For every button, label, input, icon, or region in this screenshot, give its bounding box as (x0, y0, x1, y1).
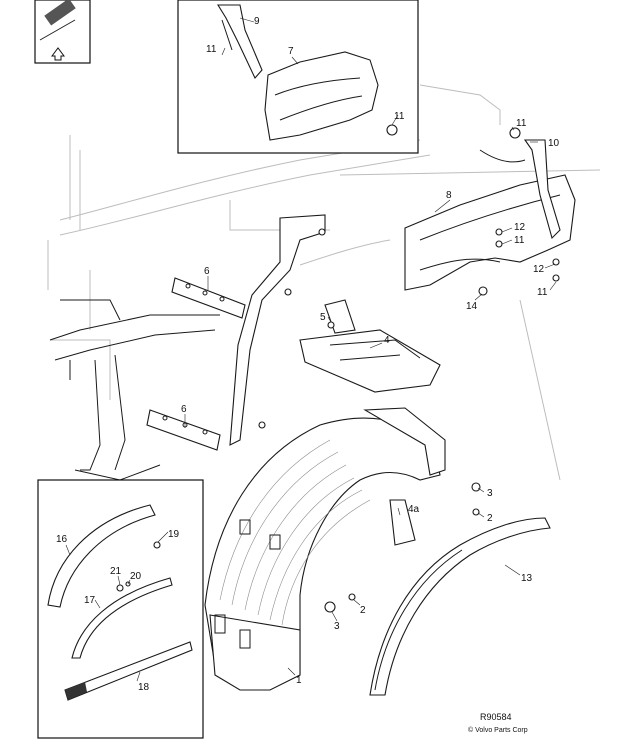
callout-2-lower: 2 (360, 605, 366, 616)
callout-labels: 6 6 8 11 10 12 11 12 11 14 4 5 3 2 4a 3 … (56, 118, 560, 693)
callout-6-upper: 6 (204, 266, 210, 277)
support-strut (229, 214, 326, 446)
callout-3-lower: 3 (334, 621, 340, 632)
callout-11-right-low: 11 (537, 287, 548, 298)
mounting-brackets-6 (146, 277, 246, 451)
side-panel-8 (404, 127, 576, 296)
callout-19: 19 (168, 529, 180, 540)
wheel-arch-flare-13 (369, 517, 551, 696)
orientation-box (34, 0, 91, 64)
svg-text:9: 9 (254, 16, 260, 27)
arrow-up-icon (51, 47, 65, 61)
callout-3-right: 3 (487, 488, 493, 499)
callout-14: 14 (466, 301, 478, 312)
callout-5: 5 (320, 312, 326, 323)
copyright-text: © Volvo Parts Corp (468, 726, 528, 734)
fasteners (324, 482, 481, 613)
callout-2-right: 2 (487, 513, 493, 524)
mudguard-1 (204, 407, 446, 691)
callout-12-lower: 12 (533, 264, 545, 275)
callout-17: 17 (84, 595, 96, 606)
leader-lines (65, 126, 557, 682)
svg-text:11: 11 (394, 111, 405, 122)
callout-11-right-mid: 11 (514, 235, 525, 246)
callout-6-lower: 6 (181, 404, 187, 415)
reference-code: R90584 (480, 712, 512, 722)
callout-1: 1 (296, 675, 302, 686)
bracket-4 (299, 299, 441, 393)
callout-4a: 4a (408, 504, 420, 515)
background-chassis (47, 84, 601, 481)
callout-8: 8 (446, 190, 452, 201)
svg-text:7: 7 (288, 46, 294, 57)
callout-13: 13 (521, 573, 533, 584)
left-frame (49, 299, 220, 481)
callout-16: 16 (56, 534, 68, 545)
callout-11-top-right: 11 (516, 118, 527, 129)
callout-21: 21 (110, 566, 122, 577)
inset-box-top: 9 11 7 11 (177, 0, 419, 154)
svg-text:11: 11 (206, 44, 217, 55)
callout-4: 4 (384, 335, 390, 346)
reference-block: R90584 © Volvo Parts Corp (468, 712, 528, 734)
callout-12-upper: 12 (514, 222, 526, 233)
callout-10: 10 (548, 138, 560, 149)
callout-20: 20 (130, 571, 142, 582)
callout-18: 18 (138, 682, 150, 693)
inset-box-bottom (37, 479, 204, 739)
